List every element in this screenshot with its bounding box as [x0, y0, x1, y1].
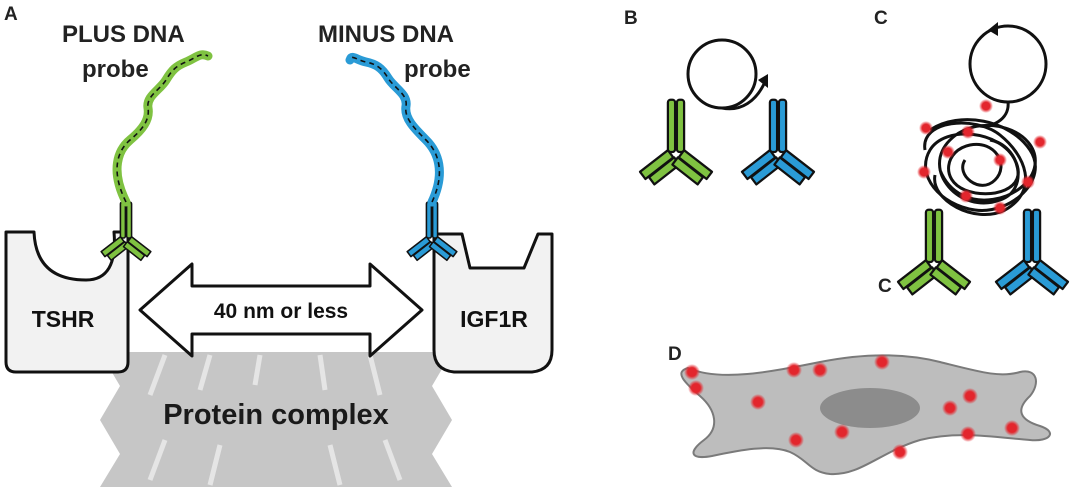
red-dot: [962, 388, 978, 404]
panel-a-label: A: [4, 4, 18, 25]
minus-antibody: [406, 201, 458, 262]
panel-b-label: B: [624, 8, 638, 29]
red-dot: [1033, 135, 1047, 149]
arrow-head-c-icon: [988, 22, 998, 36]
panel-d-label: D: [668, 344, 682, 365]
red-dot: [919, 121, 933, 135]
panel-b-green-antibody: [638, 98, 714, 186]
red-dot: [993, 201, 1007, 215]
minus-probe-label-line2: probe: [404, 56, 471, 83]
arrow-head-icon: [758, 74, 768, 88]
panel-c: C C: [874, 8, 1070, 297]
circular-dna-c: [968, 24, 1048, 104]
red-dot: [942, 400, 958, 416]
igf1r-label: IGF1R: [460, 306, 528, 332]
distance-arrow: 40 nm or less: [138, 262, 424, 358]
red-dot: [993, 153, 1007, 167]
red-dot: [941, 145, 955, 159]
tshr-label: TSHR: [32, 306, 95, 332]
red-dot: [917, 165, 931, 179]
red-dot: [688, 380, 704, 396]
red-dot: [684, 364, 700, 380]
red-dot: [1004, 420, 1020, 436]
red-dot: [834, 424, 850, 440]
protein-complex: Protein complex: [100, 352, 452, 487]
red-dots-c: [917, 99, 1047, 215]
plus-dna-ribbon: [116, 53, 209, 203]
panel-b-blue-antibody: [740, 98, 816, 186]
rca-product-tangle: [923, 118, 1037, 216]
panel-b: B: [624, 8, 816, 186]
red-dots-d: [684, 354, 1020, 460]
red-dot: [892, 444, 908, 460]
distance-label: 40 nm or less: [214, 300, 348, 323]
red-dot: [874, 354, 890, 370]
cell-nucleus: [820, 388, 920, 428]
panel-d: D: [668, 344, 1052, 476]
protein-complex-label: Protein complex: [163, 399, 389, 431]
circular-dna: [686, 38, 758, 110]
red-dot: [960, 426, 976, 442]
panel-c-green-antibody: [896, 208, 972, 296]
panel-c-label: C: [874, 8, 888, 29]
tshr-receptor: TSHR: [4, 230, 130, 374]
red-dot: [979, 99, 993, 113]
panel-c-label-bottom: C: [878, 276, 892, 297]
red-dot: [812, 362, 828, 378]
red-dot: [750, 394, 766, 410]
red-dot: [786, 362, 802, 378]
minus-dna-ribbon: [349, 56, 441, 203]
panel-a: A Protein complex TSHR: [4, 4, 554, 487]
rolling-arrow: [721, 83, 766, 111]
plus-probe-label-line1: PLUS DNA: [62, 21, 185, 48]
red-dot: [788, 432, 804, 448]
red-dot: [1021, 175, 1035, 189]
plus-probe-label-line2: probe: [82, 56, 149, 83]
red-dot: [961, 125, 975, 139]
minus-probe-label-line1: MINUS DNA: [318, 21, 454, 48]
panel-c-blue-antibody: [994, 208, 1070, 296]
igf1r-receptor: IGF1R: [432, 232, 554, 374]
red-dot: [959, 189, 973, 203]
